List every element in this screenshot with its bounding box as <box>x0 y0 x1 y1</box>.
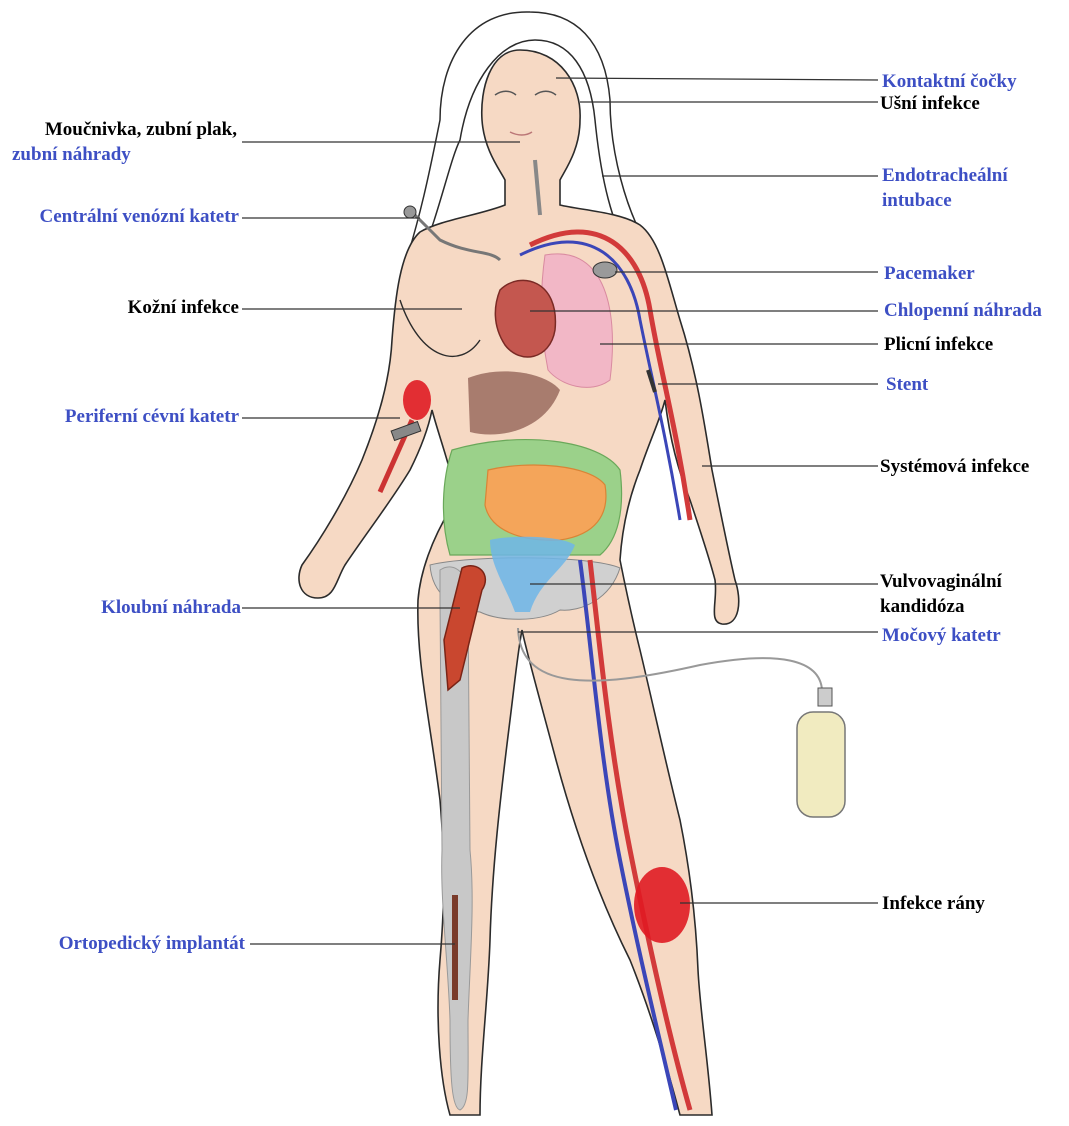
label-stent: Stent <box>886 373 928 397</box>
label-endotracheal-line1: Endotracheální <box>882 164 1008 188</box>
label-ortopedicky-implantat: Ortopedický implantát <box>59 932 245 956</box>
peripheral-infection <box>403 380 431 420</box>
label-infekce-rany: Infekce rány <box>882 892 985 916</box>
label-systemova-infekce: Systémová infekce <box>880 455 1029 479</box>
pacemaker-device <box>593 262 617 278</box>
label-chlopenni-nahrada: Chlopenní náhrada <box>884 299 1042 323</box>
wound-infection <box>634 867 690 943</box>
label-kontaktni-cocky: Kontaktní čočky <box>882 70 1017 94</box>
label-vulvovaginalni-line2: kandidóza <box>880 595 964 619</box>
label-plicni-infekce: Plicní infekce <box>884 333 993 357</box>
label-moucnivka-line1: Moučnivka, zubní plak, <box>45 118 237 142</box>
label-moucnivka-line2: zubní náhrady <box>12 143 131 167</box>
label-vulvovaginalni-line1: Vulvovaginální <box>880 570 1002 594</box>
label-kozni-infekce: Kožní infekce <box>128 296 239 320</box>
label-centralni-katetr: Centrální venózní katetr <box>40 205 239 229</box>
urine-bag <box>797 712 845 817</box>
label-periferni-katetr: Periferní cévní katetr <box>65 405 239 429</box>
small-intestine <box>485 465 606 540</box>
cvc-hub <box>404 206 416 218</box>
label-pacemaker: Pacemaker <box>884 262 975 286</box>
label-mocovy-katetr: Močový katetr <box>882 624 1001 648</box>
urine-bag-valve <box>818 688 832 706</box>
label-kloubni-nahrada: Kloubní náhrada <box>101 596 241 620</box>
label-endotracheal-line2: intubace <box>882 189 952 213</box>
label-usni-infekce: Ušní infekce <box>880 92 980 116</box>
